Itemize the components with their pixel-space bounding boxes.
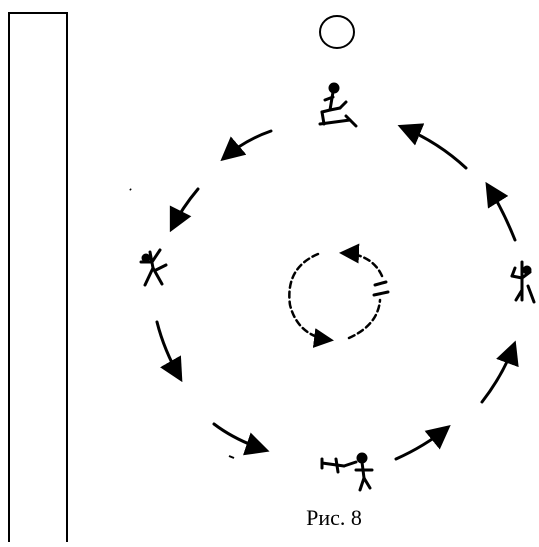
arrow-right-upper	[485, 181, 517, 242]
inner-arc-right	[347, 298, 382, 340]
center-figure	[372, 280, 390, 297]
arrow-bottom-right	[394, 424, 451, 461]
player-right-figure	[510, 260, 536, 304]
player-bottom-figure	[320, 452, 374, 492]
wall-panel	[8, 12, 68, 544]
figure-caption: Рис. 8	[306, 505, 362, 530]
outer-circle-arrows	[155, 123, 519, 461]
player-top-figure	[318, 82, 358, 128]
inner-arc-top	[339, 243, 384, 278]
inner-circle-arrows	[288, 243, 384, 348]
arrow-left-lower	[155, 320, 183, 383]
inner-arc-left	[288, 252, 334, 348]
arrow-left-upper	[169, 187, 200, 233]
arrow-bottom-left	[212, 422, 270, 456]
arrow-top-left	[220, 129, 273, 162]
player-left-figure	[139, 248, 168, 287]
arrow-top-right	[397, 123, 468, 170]
arrow-right-lower	[480, 340, 519, 404]
stray-marks	[129, 188, 235, 459]
ball-icon	[319, 15, 355, 49]
